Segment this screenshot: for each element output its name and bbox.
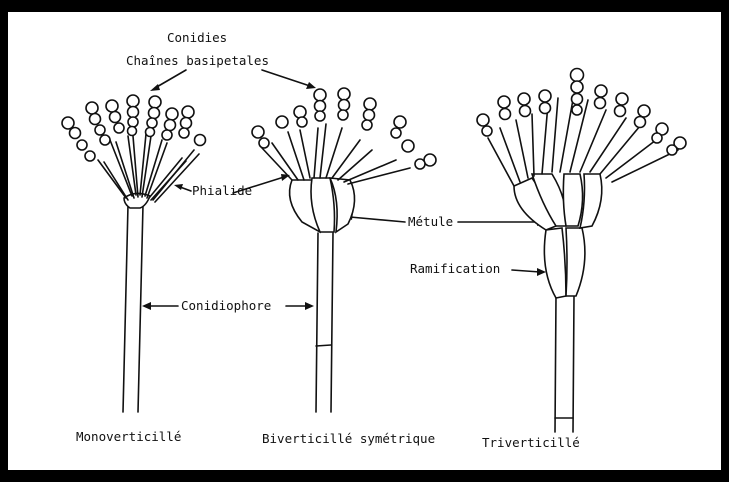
arrow-phialide <box>174 184 191 191</box>
arrow-chaines-right <box>262 70 316 89</box>
caption-biverticille: Biverticillé symétrique <box>262 431 435 446</box>
arrow-chaines-left <box>150 70 186 91</box>
ramifications-tri <box>544 228 585 298</box>
label-conidiophore: Conidiophore <box>181 298 271 313</box>
label-ramification: Ramification <box>410 261 500 276</box>
monoverticillate-structure <box>62 95 206 412</box>
caption-triverticille: Triverticillé <box>482 435 580 450</box>
conidiophore-stipe-bi <box>316 233 333 412</box>
triverticillate-structure <box>477 69 686 433</box>
caption-monoverticille: Monoverticillé <box>76 429 181 444</box>
label-metule: Métule <box>408 214 453 229</box>
metulae-bi <box>290 178 355 232</box>
arrow-conidiophore-left <box>142 302 178 310</box>
biverticillate-structure <box>252 88 436 412</box>
label-conidies: Conidies <box>167 30 227 45</box>
conidia-chains-tri <box>477 69 686 156</box>
arrow-conidiophore-right <box>286 302 314 310</box>
phialides-mono <box>98 134 199 202</box>
label-chaines-basipetales: Chaînes basipetales <box>126 53 269 68</box>
conidiophore-stipe-tri <box>555 296 574 432</box>
conidiophore-stipe-mono <box>123 205 143 412</box>
arrow-metule-bi <box>344 213 405 222</box>
arrow-ramification <box>512 268 546 276</box>
conidia-chains-bi <box>252 88 436 169</box>
